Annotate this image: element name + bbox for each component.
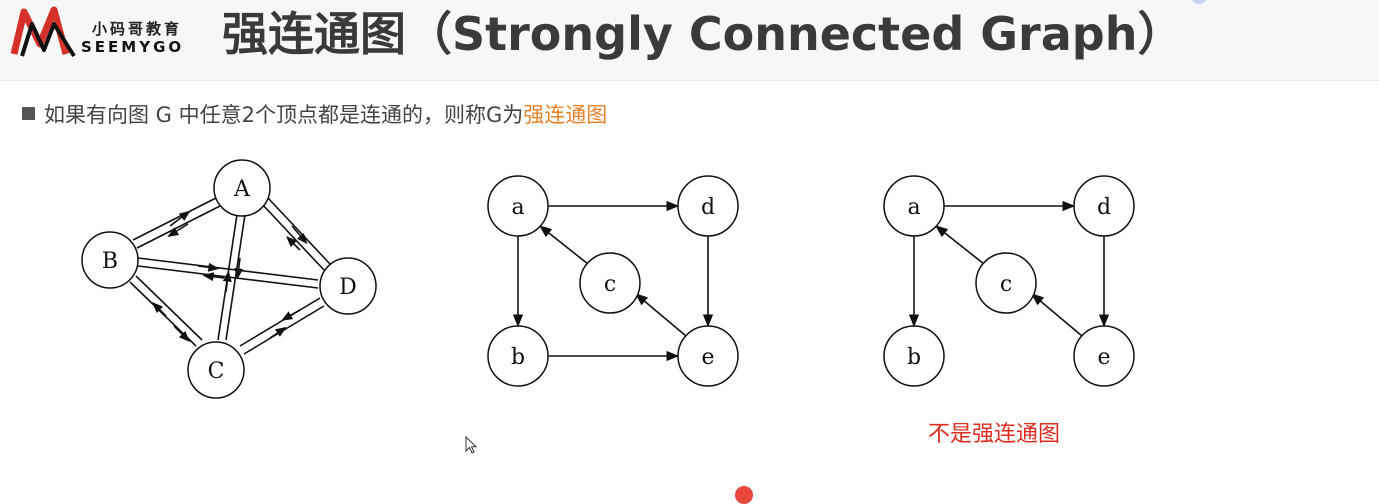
graph1-edge-a-d-2 <box>261 203 325 271</box>
graph1-arrow-d-b <box>202 272 225 282</box>
graph1-arrow-a-c <box>234 257 244 280</box>
svg-text:a: a <box>907 195 920 220</box>
graph2-nodes: a b c d e <box>487 175 739 387</box>
graph2-node-b: b <box>487 325 549 387</box>
graph1-arrow-a-b <box>167 223 189 237</box>
graph1-edge-a-d-1 <box>267 197 331 265</box>
graph1-arrow-c-b <box>152 302 167 317</box>
graph1-edge-b-c-2 <box>135 275 203 341</box>
definition-line: 如果有向图 G 中任意2个顶点都是连通的，则称G为强连通图 <box>22 100 607 130</box>
mouse-pointer-icon <box>465 436 478 454</box>
graph1-arrow-a-d <box>291 225 308 245</box>
graph1-edges <box>129 197 331 355</box>
graph-figure-1: A B C D <box>81 159 377 399</box>
recording-dot-icon <box>735 486 753 504</box>
graph1-edge-a-b-2 <box>136 205 221 249</box>
graph3-edge-e-c <box>1031 293 1083 337</box>
svg-text:A: A <box>233 177 251 202</box>
graph1-edge-a-c-1 <box>217 207 239 341</box>
graph3-edge-c-a <box>934 225 985 265</box>
svg-text:e: e <box>701 345 714 370</box>
svg-text:c: c <box>1000 272 1012 297</box>
graph3-node-e: e <box>1073 325 1135 387</box>
svg-text:a: a <box>511 195 524 220</box>
bullet-square-icon <box>22 107 35 120</box>
graph3-node-b: b <box>883 325 945 387</box>
graph1-arrow-b-a <box>169 210 191 227</box>
graph3-node-d: d <box>1073 175 1135 237</box>
page-title: 强连通图（Strongly Connected Graph） <box>222 7 1184 61</box>
graph3-nodes: a b c d e <box>883 175 1135 387</box>
graph1-node-a: A <box>213 159 271 217</box>
svg-text:c: c <box>604 272 616 297</box>
svg-text:d: d <box>701 195 715 220</box>
graph1-nodes: A B C D <box>81 159 377 399</box>
brand-logo: 小码哥教育 SEEMYGO <box>10 4 200 60</box>
graph1-arrow-d-c <box>281 309 301 321</box>
graph1-arrow-b-d <box>197 262 220 272</box>
svg-text:D: D <box>339 275 357 300</box>
graph3-node-c: c <box>975 252 1037 314</box>
graph2-node-a: a <box>487 175 549 237</box>
graph2-node-d: d <box>677 175 739 237</box>
svg-text:B: B <box>102 249 118 274</box>
graph2-edge-c-a <box>538 225 589 265</box>
graph-figure-3: a b c d e <box>883 175 1135 387</box>
graph1-node-d: D <box>319 257 377 315</box>
header-bar: 小码哥教育 SEEMYGO 强连通图（Strongly Connected Gr… <box>0 0 1379 81</box>
graph3-node-a: a <box>883 175 945 237</box>
graph1-arrow-c-a <box>222 270 232 293</box>
definition-text: 如果有向图 G 中任意2个顶点都是连通的，则称G为 <box>44 103 524 127</box>
svg-text:b: b <box>511 345 525 370</box>
logo-en-text: SEEMYGO <box>81 38 185 56</box>
svg-text:e: e <box>1097 345 1110 370</box>
logo-cn-text: 小码哥教育 <box>92 20 183 38</box>
graph1-edge-c-d-2 <box>243 305 325 355</box>
graph2-edge-e-c <box>635 293 687 337</box>
graph1-node-b: B <box>81 231 139 289</box>
definition-highlight: 强连通图 <box>523 103 608 127</box>
not-strongly-connected-caption: 不是强连通图 <box>928 422 1061 447</box>
graph2-edges <box>512 200 714 362</box>
graph1-edge-b-d-2 <box>137 265 319 289</box>
graph3-edges <box>908 200 1110 337</box>
graph-figure-2: a b c d e <box>487 175 739 387</box>
svg-text:C: C <box>208 359 225 384</box>
graph1-node-c: C <box>187 341 245 399</box>
svg-text:b: b <box>907 345 921 370</box>
graph1-arrow-c-d <box>269 326 287 339</box>
graph1-arrow-b-c <box>173 325 190 342</box>
graph1-edge-a-c-2 <box>225 207 247 341</box>
graph2-node-e: e <box>677 325 739 387</box>
graph1-edge-b-d-1 <box>137 257 319 281</box>
graph2-node-c: c <box>579 252 641 314</box>
logo-m-icon <box>10 6 76 58</box>
graph1-edge-c-d-1 <box>239 297 321 347</box>
graph1-arrow-d-a <box>286 236 301 251</box>
graph1-edge-a-b-1 <box>132 197 217 241</box>
corner-decoration <box>1192 0 1206 4</box>
svg-text:d: d <box>1097 195 1111 220</box>
